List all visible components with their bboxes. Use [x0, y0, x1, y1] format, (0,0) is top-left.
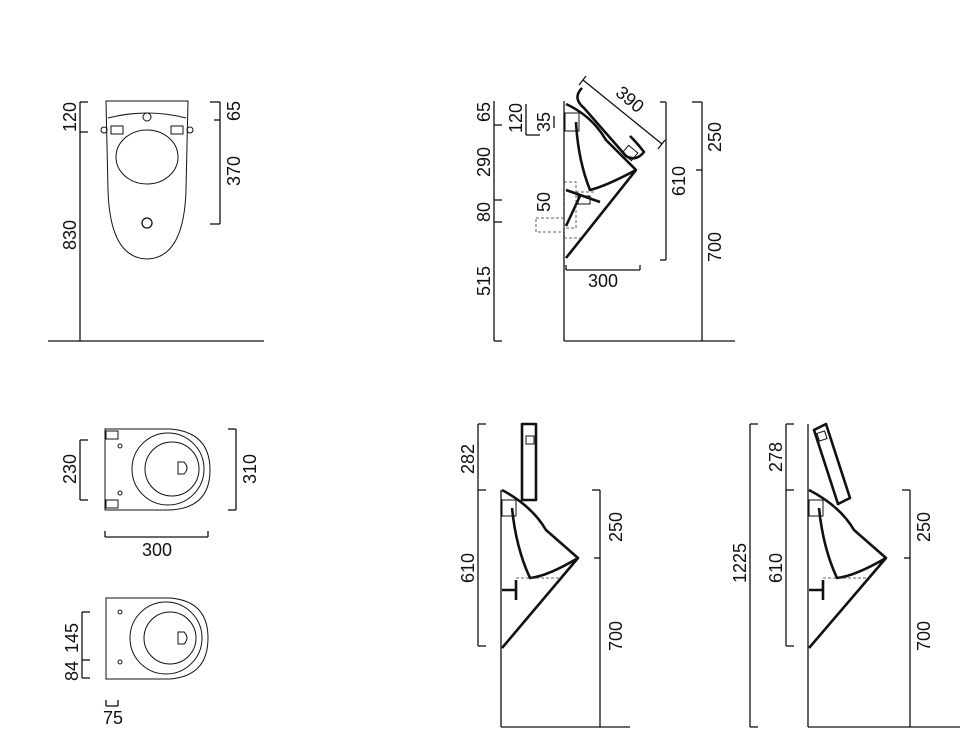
dim-label: 310	[240, 454, 260, 484]
side-view-lid-open: 282 610 250 700	[458, 422, 630, 728]
dim-label: 35	[534, 112, 554, 132]
dim-label: 1225	[730, 543, 750, 583]
fixing-bracket-right	[170, 125, 184, 135]
dim-label: 700	[606, 621, 626, 651]
dim-label: 300	[142, 540, 172, 560]
dim-label: 84	[62, 661, 82, 681]
water-inlet-icon	[142, 112, 152, 122]
flush-cover-open	[520, 422, 538, 502]
dim-label: 390	[612, 82, 648, 117]
urinal-outline-top	[104, 428, 211, 511]
dim-label: 300	[588, 271, 618, 291]
dim-label: 250	[606, 512, 626, 542]
top-view-wall: 145 84 75	[62, 597, 209, 728]
dim-label: 250	[705, 122, 725, 152]
dim-label: 610	[458, 553, 478, 583]
dim-label: 700	[914, 621, 934, 651]
dim-label: 830	[60, 220, 80, 250]
dim-label: 610	[766, 553, 786, 583]
flush-cover-tilted	[812, 422, 852, 506]
dim-label: 65	[224, 101, 244, 121]
dim-label: 75	[103, 708, 123, 728]
dim-label: 80	[474, 202, 494, 222]
top-view: 230 310 300	[60, 428, 260, 560]
dim-label: 120	[60, 102, 80, 132]
dim-label: 700	[705, 232, 725, 262]
side-view-lid-tilted: 278 610 1225 250 700	[730, 422, 960, 728]
urinal-outline-wall	[105, 597, 209, 680]
drain-outlet-icon	[141, 217, 153, 229]
dim-label: 230	[60, 454, 80, 484]
dim-label: 145	[62, 623, 82, 653]
front-view: 120 830 65 370	[48, 100, 264, 342]
dim-label: 515	[474, 266, 494, 296]
dim-label: 278	[766, 442, 786, 472]
urinal-profile-lid-a	[501, 488, 580, 649]
urinal-profile-side	[564, 102, 638, 259]
side-view: 65 290 80 515 120 35 50 390 300 610 250 …	[474, 75, 735, 342]
dim-label: 370	[224, 156, 244, 186]
dim-label: 50	[534, 192, 554, 212]
urinal-profile-lid-b	[808, 488, 888, 649]
dim-label: 120	[506, 103, 526, 133]
urinal-body-front	[105, 100, 189, 260]
dim-label: 610	[669, 166, 689, 196]
dim-label: 65	[474, 102, 494, 122]
fixing-bracket-left	[110, 125, 124, 135]
dim-label: 250	[914, 512, 934, 542]
dim-label: 282	[458, 444, 478, 474]
dim-label: 290	[474, 147, 494, 177]
